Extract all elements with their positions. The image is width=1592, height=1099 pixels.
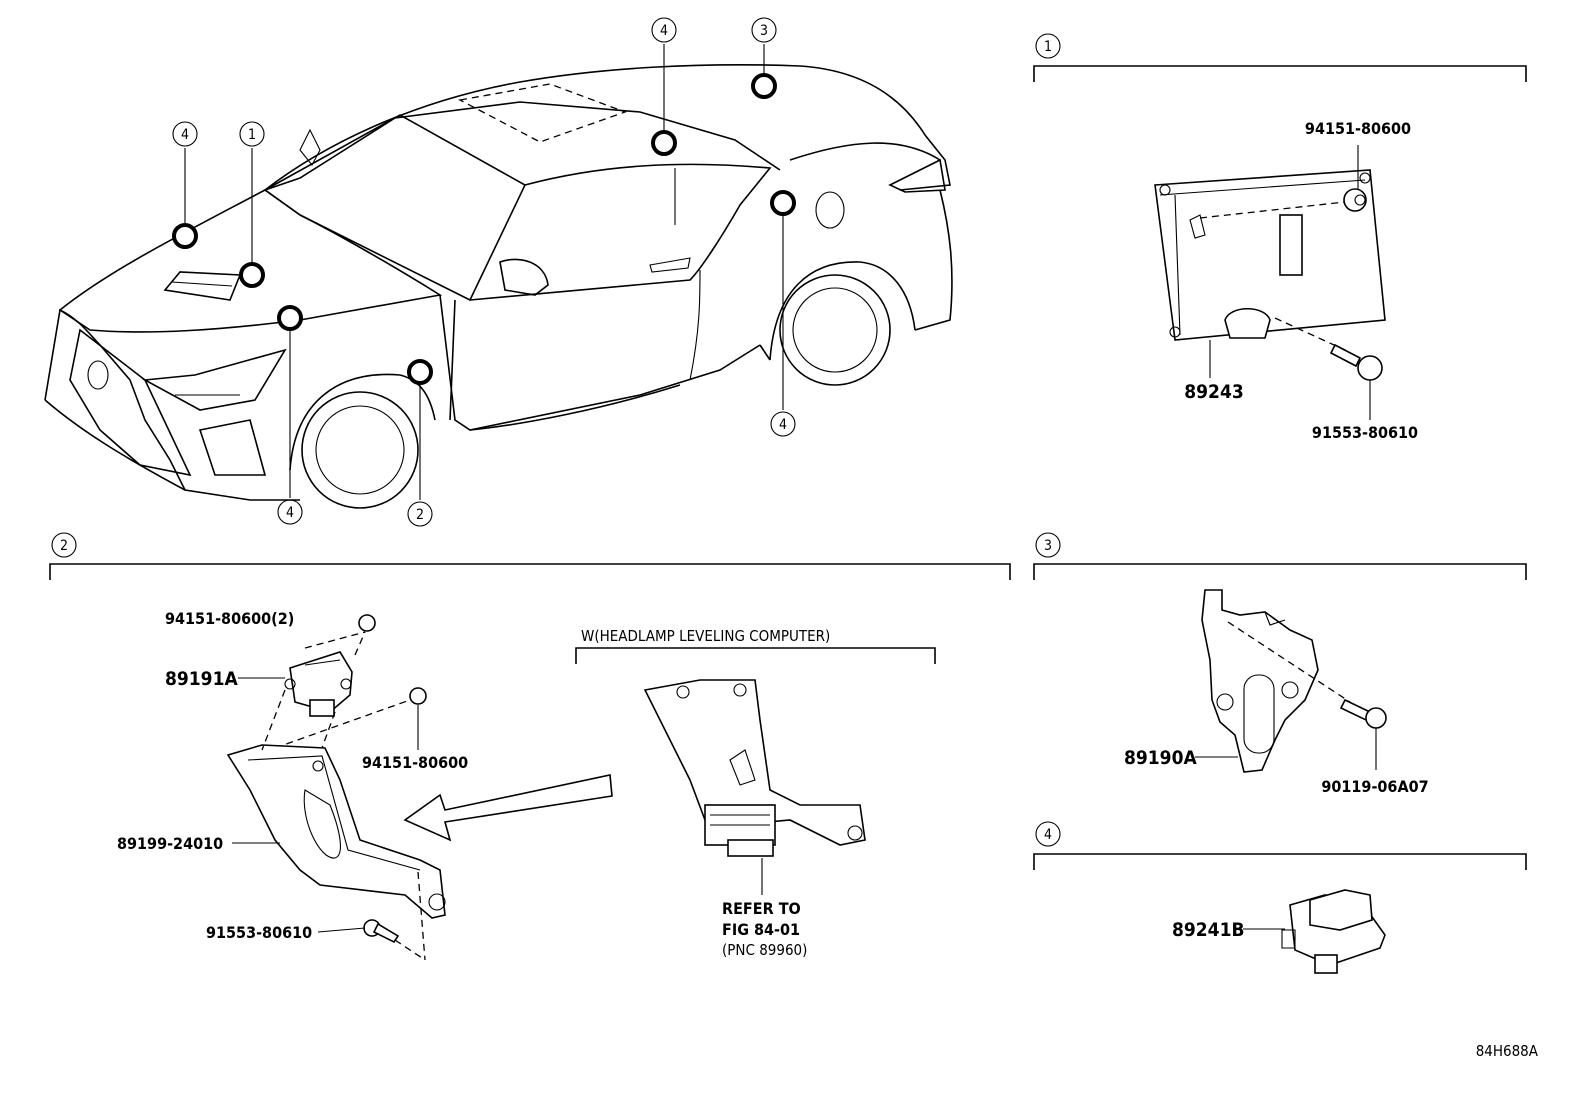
callout-label: 4 bbox=[181, 127, 189, 143]
bolt-91553-80610-s2-drawing bbox=[363, 919, 400, 944]
section-2-number: 2 bbox=[60, 538, 68, 554]
direction-arrow bbox=[403, 774, 613, 842]
bolt-91553-80610-drawing bbox=[1274, 317, 1383, 420]
callout-label: 4 bbox=[286, 505, 294, 521]
car-callout-2: 2 bbox=[407, 501, 433, 527]
inset-ref-line-3: (PNC 89960) bbox=[722, 941, 807, 959]
car-callout-4-d: 4 bbox=[770, 411, 796, 437]
callout-label: 4 bbox=[660, 23, 668, 39]
inset-bracket-drawing bbox=[643, 679, 866, 857]
bracket-89190a-drawing bbox=[1201, 589, 1351, 773]
section-3-number: 3 bbox=[1044, 538, 1052, 554]
part-94151-80600-label: 94151-80600 bbox=[1305, 119, 1411, 138]
part-89191a-label: 89191A bbox=[165, 668, 238, 690]
part-94151-80600-mid-label: 94151-80600 bbox=[362, 753, 468, 772]
part-91553-80610-s2-label: 91553-80610 bbox=[206, 923, 312, 942]
car-callout-4-c: 4 bbox=[651, 17, 677, 43]
section-2: 2 bbox=[49, 532, 1011, 961]
nut-94151-80600-mid-drawing bbox=[274, 687, 427, 750]
nut-94151-80600-2-drawing bbox=[304, 614, 376, 656]
part-94151-80600-2-label: 94151-80600(2) bbox=[165, 609, 294, 628]
section-1: 1 94151-80600 89 bbox=[1033, 33, 1527, 442]
part-89243-label: 89243 bbox=[1184, 381, 1243, 403]
car-callout-1: 1 bbox=[239, 121, 265, 147]
callout-label: 4 bbox=[779, 417, 787, 433]
car-callout-4-b: 4 bbox=[277, 499, 303, 525]
bracket-89199-24010-drawing bbox=[226, 689, 446, 961]
nut-94151-80600-drawing bbox=[1199, 145, 1367, 219]
callout-label: 3 bbox=[760, 23, 768, 39]
inset-ref-line-2: FIG 84-01 bbox=[722, 920, 800, 939]
part-89190a-label: 89190A bbox=[1124, 747, 1197, 769]
inset-title: W(HEADLAMP LEVELING COMPUTER) bbox=[581, 627, 830, 645]
vehicle-illustration bbox=[44, 64, 953, 509]
sensor-location-markers bbox=[172, 73, 796, 385]
inset-headlamp-leveling-computer: W(HEADLAMP LEVELING COMPUTER) REFER TO F… bbox=[575, 627, 936, 959]
part-89241b-label: 89241B bbox=[1172, 919, 1245, 941]
bolt-90119-06a07-drawing bbox=[1339, 698, 1387, 770]
callout-label: 2 bbox=[416, 507, 424, 523]
inset-ref-line-1: REFER TO bbox=[722, 899, 801, 918]
callout-leaders bbox=[184, 44, 784, 500]
sensor-89241b-drawing bbox=[1281, 889, 1386, 974]
sensor-89191a-drawing bbox=[284, 651, 353, 717]
car-callout-3: 3 bbox=[751, 17, 777, 43]
ecu-89243-drawing bbox=[1154, 169, 1386, 341]
section-4-number: 4 bbox=[1044, 827, 1052, 843]
part-91553-80610-label: 91553-80610 bbox=[1312, 423, 1418, 442]
section-4: 4 89241B bbox=[1033, 821, 1527, 974]
part-89199-24010-label: 89199-24010 bbox=[117, 834, 223, 853]
callout-label: 1 bbox=[248, 127, 256, 143]
car-callout-4-a: 4 bbox=[172, 121, 198, 147]
part-90119-06a07-label: 90119-06A07 bbox=[1321, 777, 1428, 796]
section-3: 3 89190A 90119-06A07 bbox=[1033, 532, 1527, 796]
section-1-number: 1 bbox=[1044, 39, 1052, 55]
figure-code: 84H688A bbox=[1476, 1042, 1539, 1060]
